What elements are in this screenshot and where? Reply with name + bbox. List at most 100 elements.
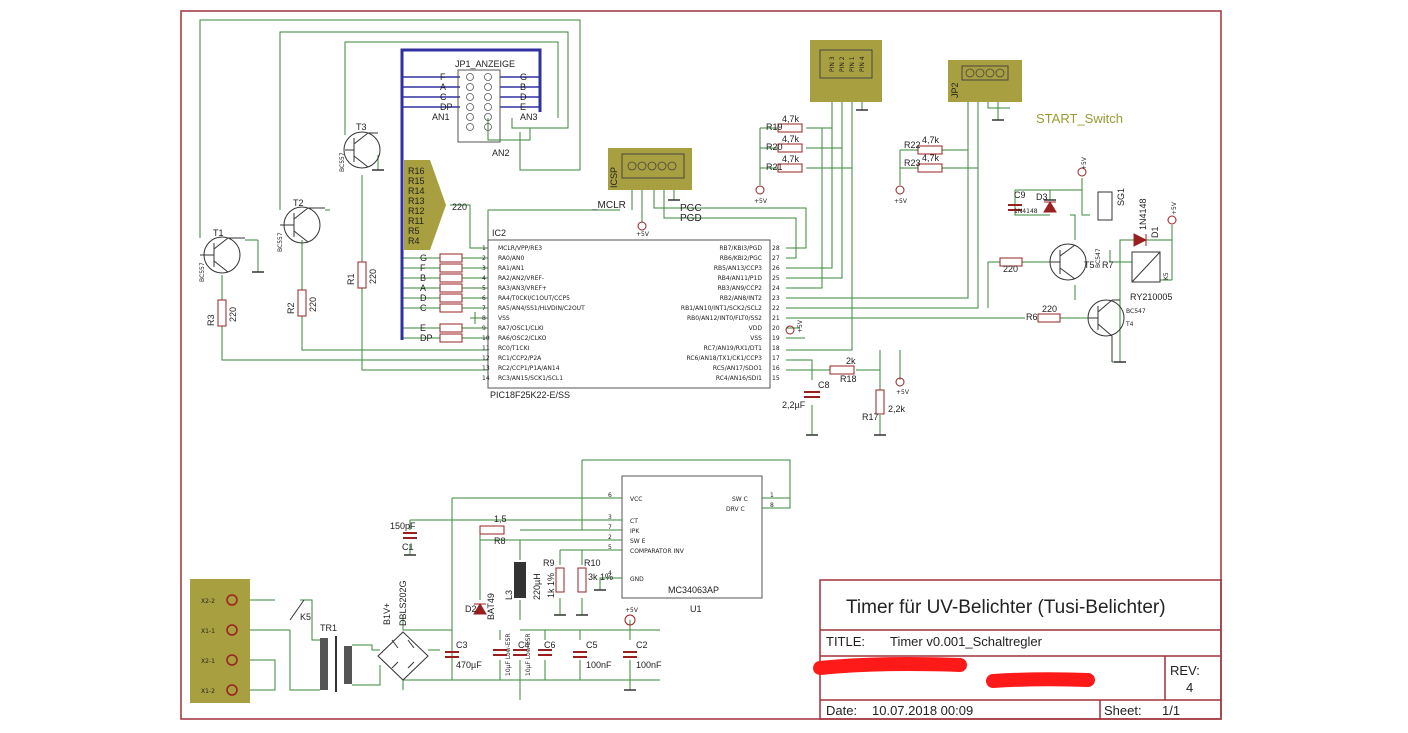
icsp-label: ICSP bbox=[609, 167, 619, 188]
r8-value: 1,5 bbox=[494, 514, 507, 524]
svg-text:D: D bbox=[420, 293, 427, 303]
ic2-pin-label: VDD bbox=[749, 325, 763, 332]
r7-value: 220 bbox=[1003, 264, 1018, 274]
jp2-pins bbox=[965, 68, 1005, 78]
svg-text:1: 1 bbox=[770, 492, 774, 499]
r2-label: R2 bbox=[286, 302, 296, 314]
t5-label: T5 bbox=[1084, 260, 1095, 270]
b1-part: DBLS202G bbox=[398, 580, 408, 626]
t3-type: BC557 bbox=[339, 152, 346, 172]
r23-value: 4,7k bbox=[922, 153, 940, 163]
ic2-pin-number: 1 bbox=[482, 245, 486, 252]
r19-value: 4,7k bbox=[782, 114, 800, 124]
transistor-t4 bbox=[1087, 299, 1125, 362]
svg-text:SW E: SW E bbox=[630, 538, 646, 545]
ic2-pin-label: RC1/CCP2/P2A bbox=[498, 355, 542, 362]
k5-label: K5 bbox=[300, 612, 311, 622]
svg-text:5: 5 bbox=[608, 544, 612, 551]
ic2-pin-number: 5 bbox=[482, 285, 486, 292]
t4-label: T4 bbox=[1125, 321, 1134, 328]
title-block-rev-value: 4 bbox=[1186, 680, 1193, 695]
u1-pin-stubs bbox=[612, 497, 770, 579]
transformer-tr1 bbox=[320, 636, 352, 692]
ic2-pin-label: RB3/AN9/CCP2 bbox=[718, 285, 763, 292]
resistor-r9 bbox=[555, 567, 565, 593]
terminal-block bbox=[190, 579, 250, 703]
ic2-pin-number: 11 bbox=[482, 345, 490, 352]
d3-value: 1N4148 bbox=[1014, 208, 1038, 215]
svg-text:G: G bbox=[420, 253, 427, 263]
ic2-pin-label: RA6/OSC2/CLKO bbox=[498, 335, 547, 342]
ic2-pin-number: 9 bbox=[482, 325, 486, 332]
r2-value: 220 bbox=[308, 297, 318, 312]
capacitor-c3 bbox=[445, 651, 459, 658]
t1-type: BC557 bbox=[199, 262, 206, 282]
d1-label: D1 bbox=[1150, 226, 1160, 238]
svg-text:3: 3 bbox=[608, 514, 612, 521]
jp1-pin-dp: DP bbox=[440, 102, 453, 112]
an2-label: AN2 bbox=[492, 148, 510, 158]
redaction-mark-1 bbox=[813, 657, 967, 675]
resnet-value: 220 bbox=[452, 202, 467, 212]
ic2-pin-number: 7 bbox=[482, 305, 486, 312]
svg-text:E: E bbox=[420, 323, 426, 333]
ic2-pin-label: RC5/AN17/SDO1 bbox=[713, 365, 762, 372]
t4-type: BC547 bbox=[1126, 308, 1146, 315]
resistor-r17 bbox=[875, 389, 885, 415]
ic2-pin-label: RC7/AN19/RX1/DT1 bbox=[704, 345, 763, 352]
ic2-pin-number: 28 bbox=[772, 245, 780, 252]
segment-labels: G F B A D C E DP bbox=[420, 253, 433, 343]
ic2-pin-label: RC3/AN15/SCK1/SCL1 bbox=[498, 375, 563, 382]
capacitor-c6 bbox=[538, 649, 552, 656]
title-block bbox=[819, 579, 1222, 720]
c2-label: C2 bbox=[636, 640, 648, 650]
l3-label: L3 bbox=[504, 590, 514, 600]
ic2-pin-label: RA7/OSC1/CLKI bbox=[498, 325, 544, 332]
svg-text:PIN 1: PIN 1 bbox=[849, 56, 856, 72]
svg-text:CT: CT bbox=[630, 518, 638, 525]
inductor-l3 bbox=[514, 562, 526, 598]
c1-label: C1 bbox=[402, 542, 414, 552]
svg-text:R5: R5 bbox=[408, 226, 420, 236]
ic2-pin-label: VSS bbox=[750, 335, 762, 342]
c8-label: C8 bbox=[818, 380, 830, 390]
capacitor-c4 bbox=[493, 649, 507, 656]
svg-text:6: 6 bbox=[608, 492, 612, 499]
ic2-pin-number: 4 bbox=[482, 275, 486, 282]
c4-value: 10µF Low-ESR bbox=[505, 633, 512, 676]
base-resistors bbox=[217, 257, 1061, 327]
l3-value: 220µH bbox=[532, 573, 542, 600]
ic2-pin-number: 27 bbox=[772, 255, 780, 262]
ic2-pin-label: MCLR/VPP/RE3 bbox=[498, 245, 542, 252]
ic2-pin-label: VSS bbox=[498, 315, 510, 322]
r6-label: R6 bbox=[1026, 312, 1038, 322]
svg-text:SW C: SW C bbox=[732, 496, 748, 503]
r3-label: R3 bbox=[206, 314, 216, 326]
svg-text:VCC: VCC bbox=[630, 496, 642, 503]
transistor-t3 bbox=[343, 131, 381, 169]
vcc-labels: +5V +5V +5V +5V +5V +5V +5V +5V bbox=[625, 156, 1178, 614]
svg-text:+5V: +5V bbox=[636, 231, 650, 238]
icsp-pins bbox=[627, 161, 677, 171]
r22-value: 4,7k bbox=[922, 135, 940, 145]
ic2-pin-label: RB2/AN8/INT2 bbox=[720, 295, 762, 302]
terminals bbox=[226, 594, 238, 696]
svg-text:+5V: +5V bbox=[754, 198, 768, 205]
t2-type: BC557 bbox=[277, 232, 284, 252]
ic2-pin-number: 6 bbox=[482, 295, 486, 302]
b1-label: B1V+ bbox=[382, 603, 392, 625]
diode-d1 bbox=[1133, 233, 1148, 247]
svg-text:7: 7 bbox=[608, 524, 612, 531]
bridge-rectifier-b1 bbox=[377, 631, 429, 681]
r6-value: 220 bbox=[1042, 304, 1057, 314]
r17-value: 2,2k bbox=[888, 404, 906, 414]
ic2-pin-number: 22 bbox=[772, 305, 780, 312]
jp1-label: JP1_ANZEIGE bbox=[455, 59, 515, 69]
ic2-pin-number: 15 bbox=[772, 375, 780, 382]
title-block-title-value: Timer v0.001_Schaltregler bbox=[890, 634, 1043, 649]
r8-label: R8 bbox=[494, 536, 506, 546]
u1-pin-numbers: 6 3 7 2 5 4 1 8 bbox=[608, 492, 774, 577]
u1-body bbox=[621, 475, 763, 599]
